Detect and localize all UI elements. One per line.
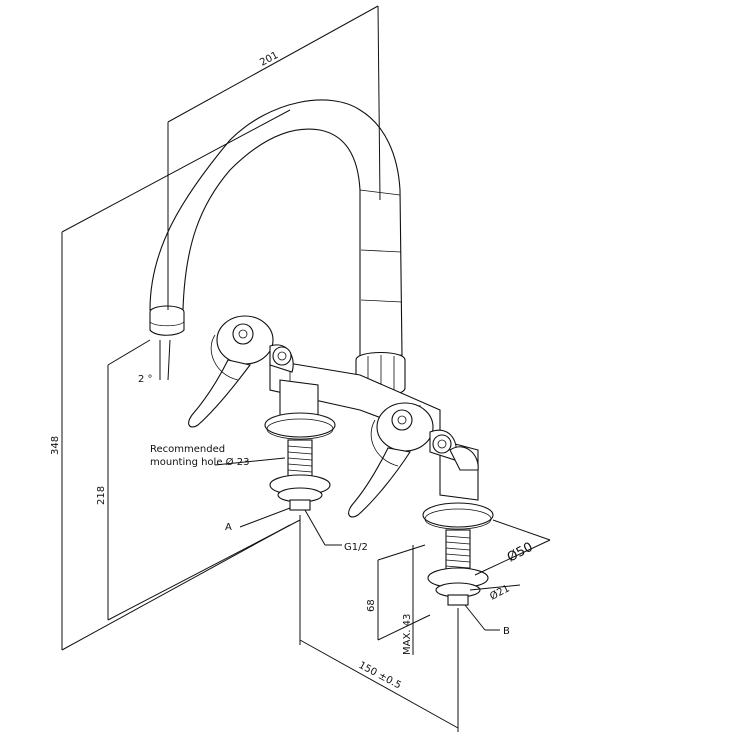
point-a-label: A	[225, 522, 232, 533]
dim-shank-length: 68	[366, 599, 377, 612]
gooseneck-spout	[149, 99, 403, 361]
left-mounting-shank	[264, 412, 336, 511]
dim-spout-height: 218	[96, 486, 107, 505]
dim-flange-diameter: Ø50	[505, 540, 536, 566]
mounting-hole-label-line2: mounting hole Ø 23	[150, 456, 249, 468]
dim-total-height: 348	[50, 436, 61, 455]
faucet-outline	[149, 99, 494, 606]
dim-shank-diameter: Ø21	[488, 582, 512, 602]
thread-label: G1/2	[344, 542, 368, 553]
point-b-label: B	[503, 626, 510, 637]
right-mounting-shank	[422, 502, 494, 606]
right-valve	[348, 402, 479, 518]
dim-max-thickness: MAX. 43	[402, 614, 413, 655]
mounting-hole-label-line1: Recommended	[150, 444, 225, 455]
dimension-lines	[61, 5, 551, 732]
dim-tilt-angle: 2 °	[138, 374, 153, 385]
